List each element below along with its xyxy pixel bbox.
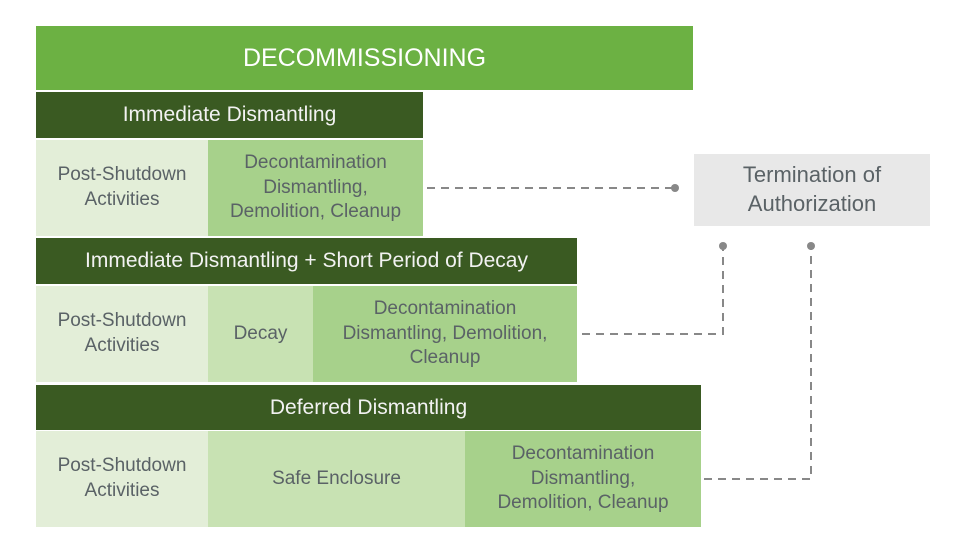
phase-decay: Decay [208, 286, 313, 382]
connector-dot-1 [671, 184, 679, 192]
phase-post-shutdown: Post-Shutdown Activities [36, 431, 208, 527]
termination-of-authorization-box: Termination of Authorization [694, 154, 930, 226]
connector-line-3 [704, 248, 812, 480]
decommissioning-banner: DECOMMISSIONING [36, 26, 693, 90]
phase-safe-enclosure: Safe Enclosure [208, 431, 465, 527]
connector-dot-2 [719, 242, 727, 250]
phase-decontamination: Decontamination Dismantling, Demolition,… [313, 286, 577, 382]
phase-post-shutdown: Post-Shutdown Activities [36, 140, 208, 236]
option-header-deferred: Deferred Dismantling [36, 385, 701, 430]
phase-decontamination: Decontamination Dismantling, Demolition,… [208, 140, 423, 236]
phase-post-shutdown: Post-Shutdown Activities [36, 286, 208, 382]
option-header-short-decay: Immediate Dismantling + Short Period of … [36, 238, 577, 284]
phase-decontamination: Decontamination Dismantling, Demolition,… [465, 431, 701, 527]
connector-line-2 [582, 248, 724, 335]
connector-dot-3 [807, 242, 815, 250]
option-header-immediate: Immediate Dismantling [36, 92, 423, 138]
